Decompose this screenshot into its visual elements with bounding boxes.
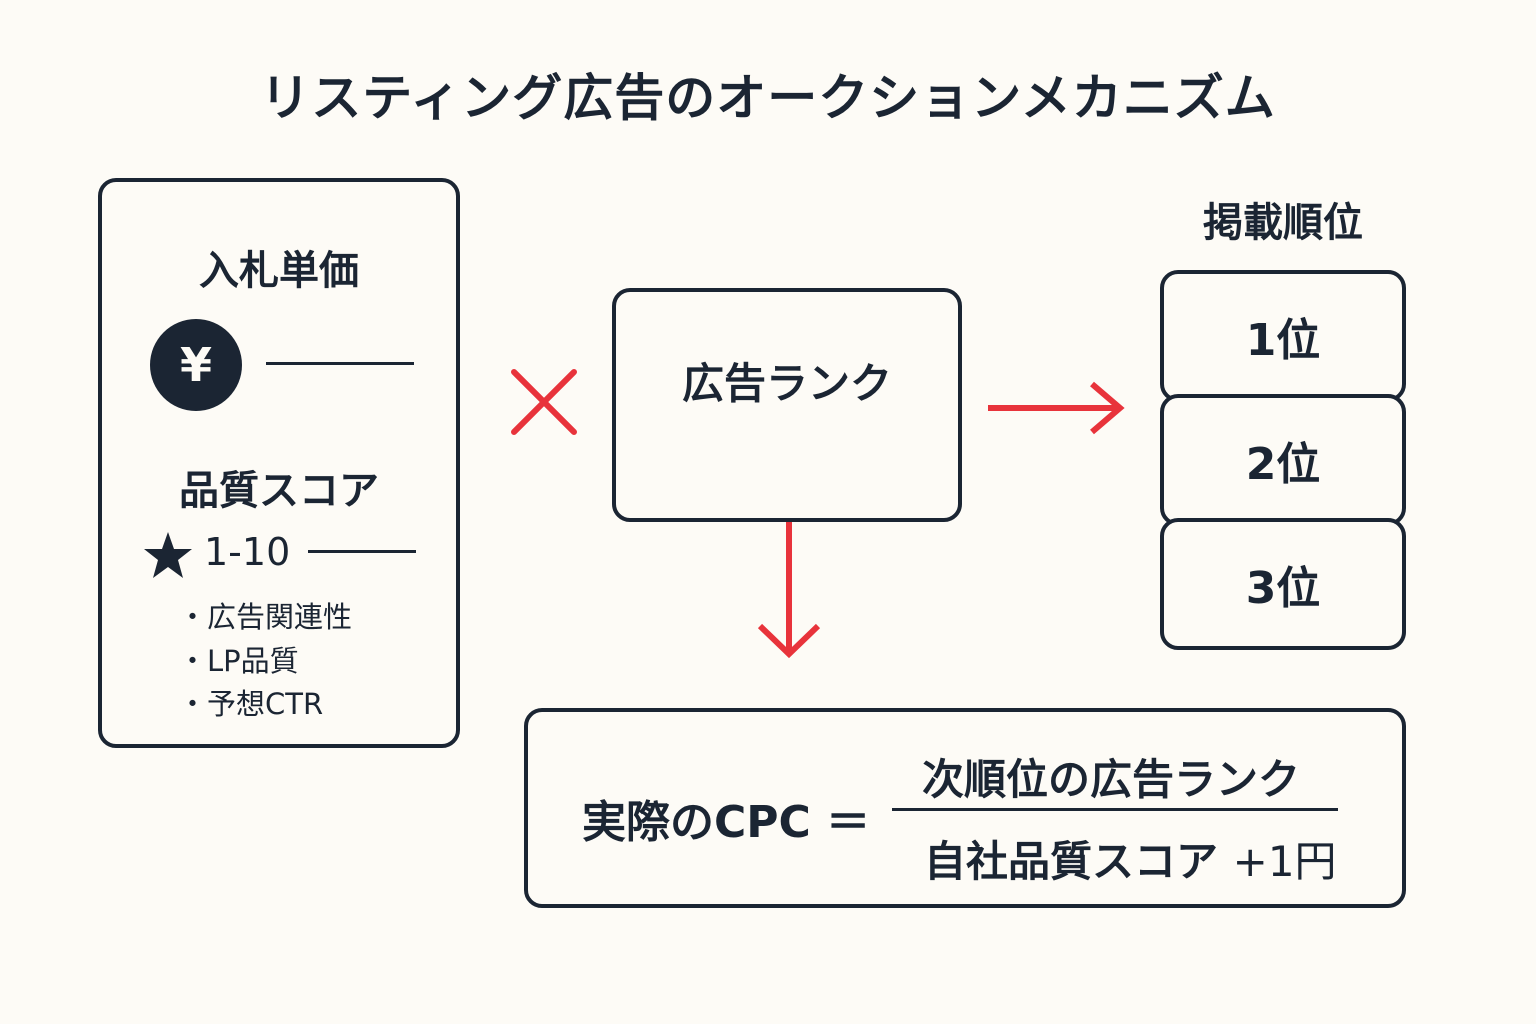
yen-icon: ¥ xyxy=(150,319,242,411)
position-3: 3位 xyxy=(1160,518,1406,650)
cpc-formula-addend: +1円 xyxy=(1232,837,1337,886)
bid-value-line xyxy=(266,362,414,365)
factor-ad-relevance: ・広告関連性 xyxy=(178,600,353,634)
quality-score-label: 品質スコア xyxy=(179,468,379,514)
factor-expected-ctr: ・予想CTR xyxy=(178,687,324,721)
multiply-icon xyxy=(511,369,577,435)
star-icon xyxy=(144,532,192,578)
quality-score-range: 1-10 xyxy=(204,530,291,574)
cpc-formula-denominator-row: 自社品質スコア +1円 xyxy=(924,828,1337,889)
position-1: 1位 xyxy=(1160,270,1406,402)
arrow-right-icon xyxy=(988,381,1125,435)
quality-score-line xyxy=(308,550,416,553)
positions-header: 掲載順位 xyxy=(1203,200,1363,246)
factor-lp-quality: ・LP品質 xyxy=(178,644,299,678)
ad-rank-box: 広告ランク xyxy=(612,288,962,522)
arrow-down-icon xyxy=(757,522,821,659)
cpc-formula-denominator: 自社品質スコア xyxy=(924,837,1219,886)
bid-label: 入札単価 xyxy=(199,248,359,294)
fraction-bar xyxy=(892,808,1338,811)
inputs-panel: 入札単価 ¥ 品質スコア 1-10 ・広告関連性 ・LP品質 ・予想CTR xyxy=(98,178,460,748)
ad-rank-label: 広告ランク xyxy=(681,359,892,408)
cpc-formula-lhs: 実際のCPC ＝ xyxy=(582,797,871,848)
page-title: リスティング広告のオークションメカニズム xyxy=(260,69,1276,127)
cpc-formula-numerator: 次順位の広告ランク xyxy=(922,755,1301,804)
position-2: 2位 xyxy=(1160,394,1406,526)
cpc-formula-box: 実際のCPC ＝ 次順位の広告ランク 自社品質スコア +1円 xyxy=(524,708,1406,908)
